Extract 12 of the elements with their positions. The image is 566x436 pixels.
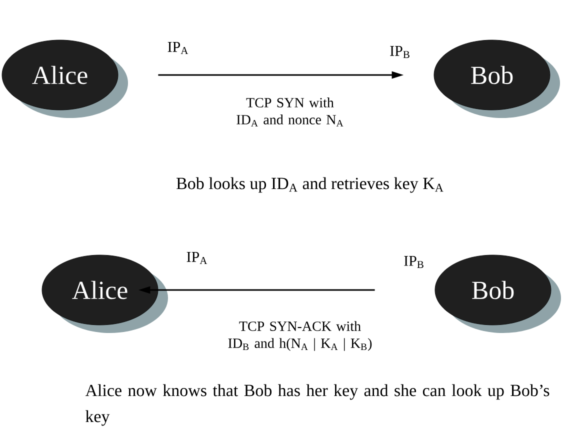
ellipse-node: Bob	[434, 40, 560, 118]
note-text: Bob looks up ID$_{A}$ and retrieves key K$_{A}$	[176, 177, 444, 193]
ip-label: IP$_{A}$	[168, 42, 188, 54]
ip-label: IP$_{B}$	[404, 256, 424, 268]
ellipse-node: Alice	[42, 254, 168, 333]
ellipse-node: Bob	[434, 254, 561, 333]
note-text: Alice now knows that Bob has her key and she can look up Bob’s key	[85, 384, 550, 426]
ip-label: IP$_{B}$	[390, 46, 410, 58]
ip-label: IP$_{A}$	[186, 252, 208, 264]
edge-label: TCP SYN with ID$_{A}$ and nonce N$_{A}$	[236, 98, 344, 126]
edge-label: TCP SYN-ACK with ID$_{B}$ and h(N$_{A}$ | K$_{A}$ | K$_{B}$)	[228, 321, 372, 351]
ellipse-node: Alice	[2, 40, 128, 118]
